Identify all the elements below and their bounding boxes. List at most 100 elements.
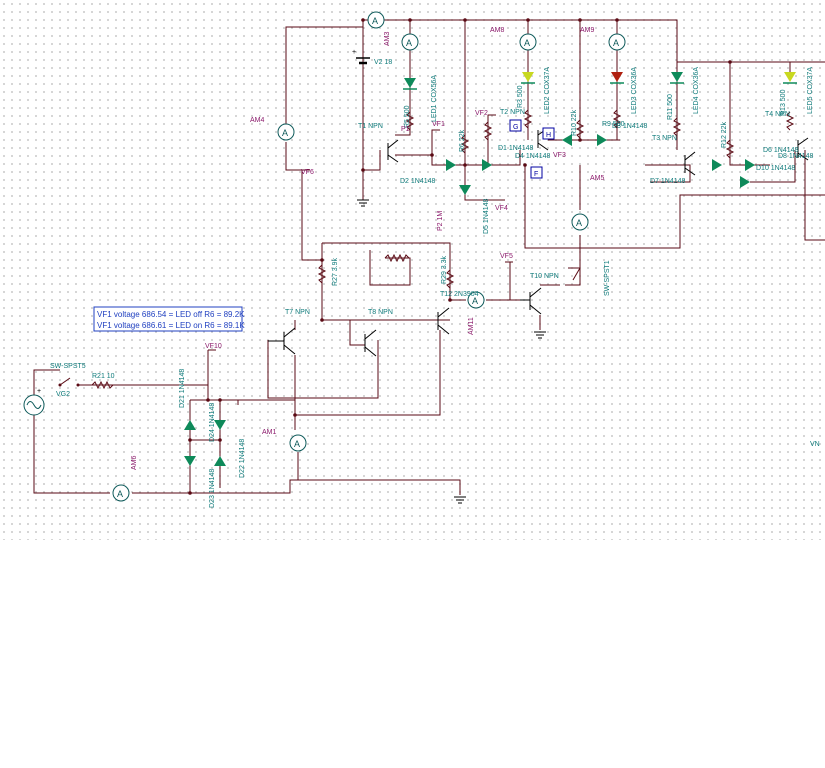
svg-text:+: + <box>37 388 41 395</box>
label-am5: AM5 <box>590 175 605 182</box>
switch-sw-spst1[interactable] <box>572 267 581 281</box>
svg-text:A: A <box>117 489 123 499</box>
ammeter-am4[interactable]: A <box>277 123 295 141</box>
svg-text:T12 2N3904: T12 2N3904 <box>440 291 479 298</box>
svg-text:A: A <box>613 38 619 48</box>
svg-text:D8 1N4148: D8 1N4148 <box>778 153 814 160</box>
probe-box-g[interactable]: G <box>509 119 522 132</box>
label-am6: AM6 <box>131 456 138 471</box>
switch-sw-spst5[interactable] <box>58 377 80 387</box>
junctions <box>188 18 732 495</box>
transistor-t4 <box>797 137 809 161</box>
label-vf2: VF2 <box>475 110 488 117</box>
ammeter-am6[interactable]: A <box>112 484 130 502</box>
svg-text:A: A <box>372 16 378 26</box>
label-am3: AM3 <box>384 32 391 47</box>
schematic-grid <box>0 0 825 540</box>
svg-text:T10 NPN: T10 NPN <box>530 273 559 280</box>
svg-text:T1 NPN: T1 NPN <box>358 123 383 130</box>
svg-text:P2 1M: P2 1M <box>437 211 444 231</box>
label-am1: AM1 <box>262 429 277 436</box>
svg-text:VG2: VG2 <box>56 391 70 398</box>
svg-text:R27 3.9k: R27 3.9k <box>332 257 339 286</box>
note-line2: VF1 voltage 686.61 = LED on R6 = 89.1K <box>97 321 245 330</box>
svg-text:R6 22k: R6 22k <box>459 129 466 152</box>
ammeter-am8[interactable]: A <box>519 33 537 51</box>
svg-text:D1 1N4148: D1 1N4148 <box>498 145 534 152</box>
svg-text:R29 3.3k: R29 3.3k <box>441 255 448 284</box>
svg-text:R5 500: R5 500 <box>404 105 411 128</box>
svg-text:R21 10: R21 10 <box>92 373 115 380</box>
svg-text:T8 NPN: T8 NPN <box>368 309 393 316</box>
note-line1: VF1 voltage 686.54 = LED off R6 = 89.2K <box>97 310 245 319</box>
test-point-markers <box>208 114 513 351</box>
label-vf6: VF6 <box>301 169 314 176</box>
ammeter-am11[interactable]: A <box>467 291 485 309</box>
svg-text:LED1 COX56A: LED1 COX56A <box>431 75 438 122</box>
svg-text:LED5 COX37A: LED5 COX37A <box>807 67 814 114</box>
ammeter-am9[interactable]: A <box>608 33 626 51</box>
meter-labels: AM3 AM8 AM9 AM4 AM5 AM11 AM1 AM6 <box>131 27 605 470</box>
ground-symbols <box>357 199 546 504</box>
svg-text:LED2 COX37A: LED2 COX37A <box>544 67 551 114</box>
ammeter-am3b[interactable]: A <box>401 33 419 51</box>
svg-text:A: A <box>576 218 582 228</box>
svg-text:SW-SPST1: SW-SPST1 <box>604 260 611 296</box>
svg-text:R9 500: R9 500 <box>602 121 625 128</box>
svg-text:D23 1N4148: D23 1N4148 <box>209 469 216 508</box>
svg-text:R12 22k: R12 22k <box>721 121 728 148</box>
probe-box-f[interactable]: F <box>530 166 543 179</box>
transistor-t7 <box>268 327 296 355</box>
svg-text:LED3 COX36A: LED3 COX36A <box>631 67 638 114</box>
diodes <box>184 72 797 466</box>
transistor-t1 <box>387 139 399 163</box>
label-vf10: VF10 <box>205 343 222 350</box>
ammeter-am5[interactable]: A <box>571 213 589 231</box>
svg-text:D7 1N4148: D7 1N4148 <box>650 178 686 185</box>
label-vf5: VF5 <box>500 253 513 260</box>
svg-text:T4 NPN: T4 NPN <box>765 111 790 118</box>
svg-text:D2 1N4148: D2 1N4148 <box>400 178 436 185</box>
svg-text:D5 1N4148: D5 1N4148 <box>483 198 490 234</box>
svg-text:D3 1N4148: D3 1N4148 <box>612 123 648 130</box>
svg-text:D21 1N4148: D21 1N4148 <box>179 369 186 408</box>
svg-text:G: G <box>513 124 518 131</box>
svg-text:+: + <box>352 49 356 56</box>
ammeter-am1[interactable]: A <box>289 434 307 452</box>
battery-v2[interactable]: + V2 18 <box>352 49 392 66</box>
ammeter-am3[interactable]: A <box>367 11 385 29</box>
svg-text:T3 NPN: T3 NPN <box>652 135 677 142</box>
svg-text:SW-SPST5: SW-SPST5 <box>50 363 86 370</box>
label-vf4: VF4 <box>495 205 508 212</box>
label-v2: V2 18 <box>374 59 392 66</box>
svg-text:R3 500: R3 500 <box>517 85 524 108</box>
svg-text:VN: VN <box>810 441 820 448</box>
label-am8: AM8 <box>490 27 505 34</box>
label-am9: AM9 <box>580 27 595 34</box>
svg-text:A: A <box>524 38 530 48</box>
test-point-labels: VF1 VF2 VF3 VF4 VF5 VF6 VF10 <box>205 110 566 350</box>
svg-text:D24 1N4148: D24 1N4148 <box>209 403 216 442</box>
label-am4: AM4 <box>250 117 265 124</box>
label-am11: AM11 <box>468 317 475 335</box>
transistors <box>268 127 809 357</box>
transistor-t12 <box>437 307 450 335</box>
svg-text:D4 1N4148: D4 1N4148 <box>515 153 551 160</box>
wires <box>33 19 825 495</box>
svg-text:R11 500: R11 500 <box>667 94 674 120</box>
svg-text:A: A <box>282 128 288 138</box>
svg-text:A: A <box>406 38 412 48</box>
svg-text:R10 22k: R10 22k <box>571 109 578 136</box>
resistors <box>91 109 795 390</box>
svg-text:D10 1N4148: D10 1N4148 <box>756 165 795 172</box>
transistor-t8 <box>364 329 377 357</box>
label-vf1: VF1 <box>432 121 445 128</box>
svg-text:A: A <box>294 439 300 449</box>
probe-box-h[interactable]: H <box>542 127 555 140</box>
svg-text:H: H <box>546 132 551 139</box>
svg-text:P1: P1 <box>401 126 410 133</box>
svg-text:F: F <box>534 171 538 178</box>
svg-text:LED4 COX36A: LED4 COX36A <box>693 67 700 114</box>
ac-source-vg2[interactable]: + <box>23 388 45 416</box>
